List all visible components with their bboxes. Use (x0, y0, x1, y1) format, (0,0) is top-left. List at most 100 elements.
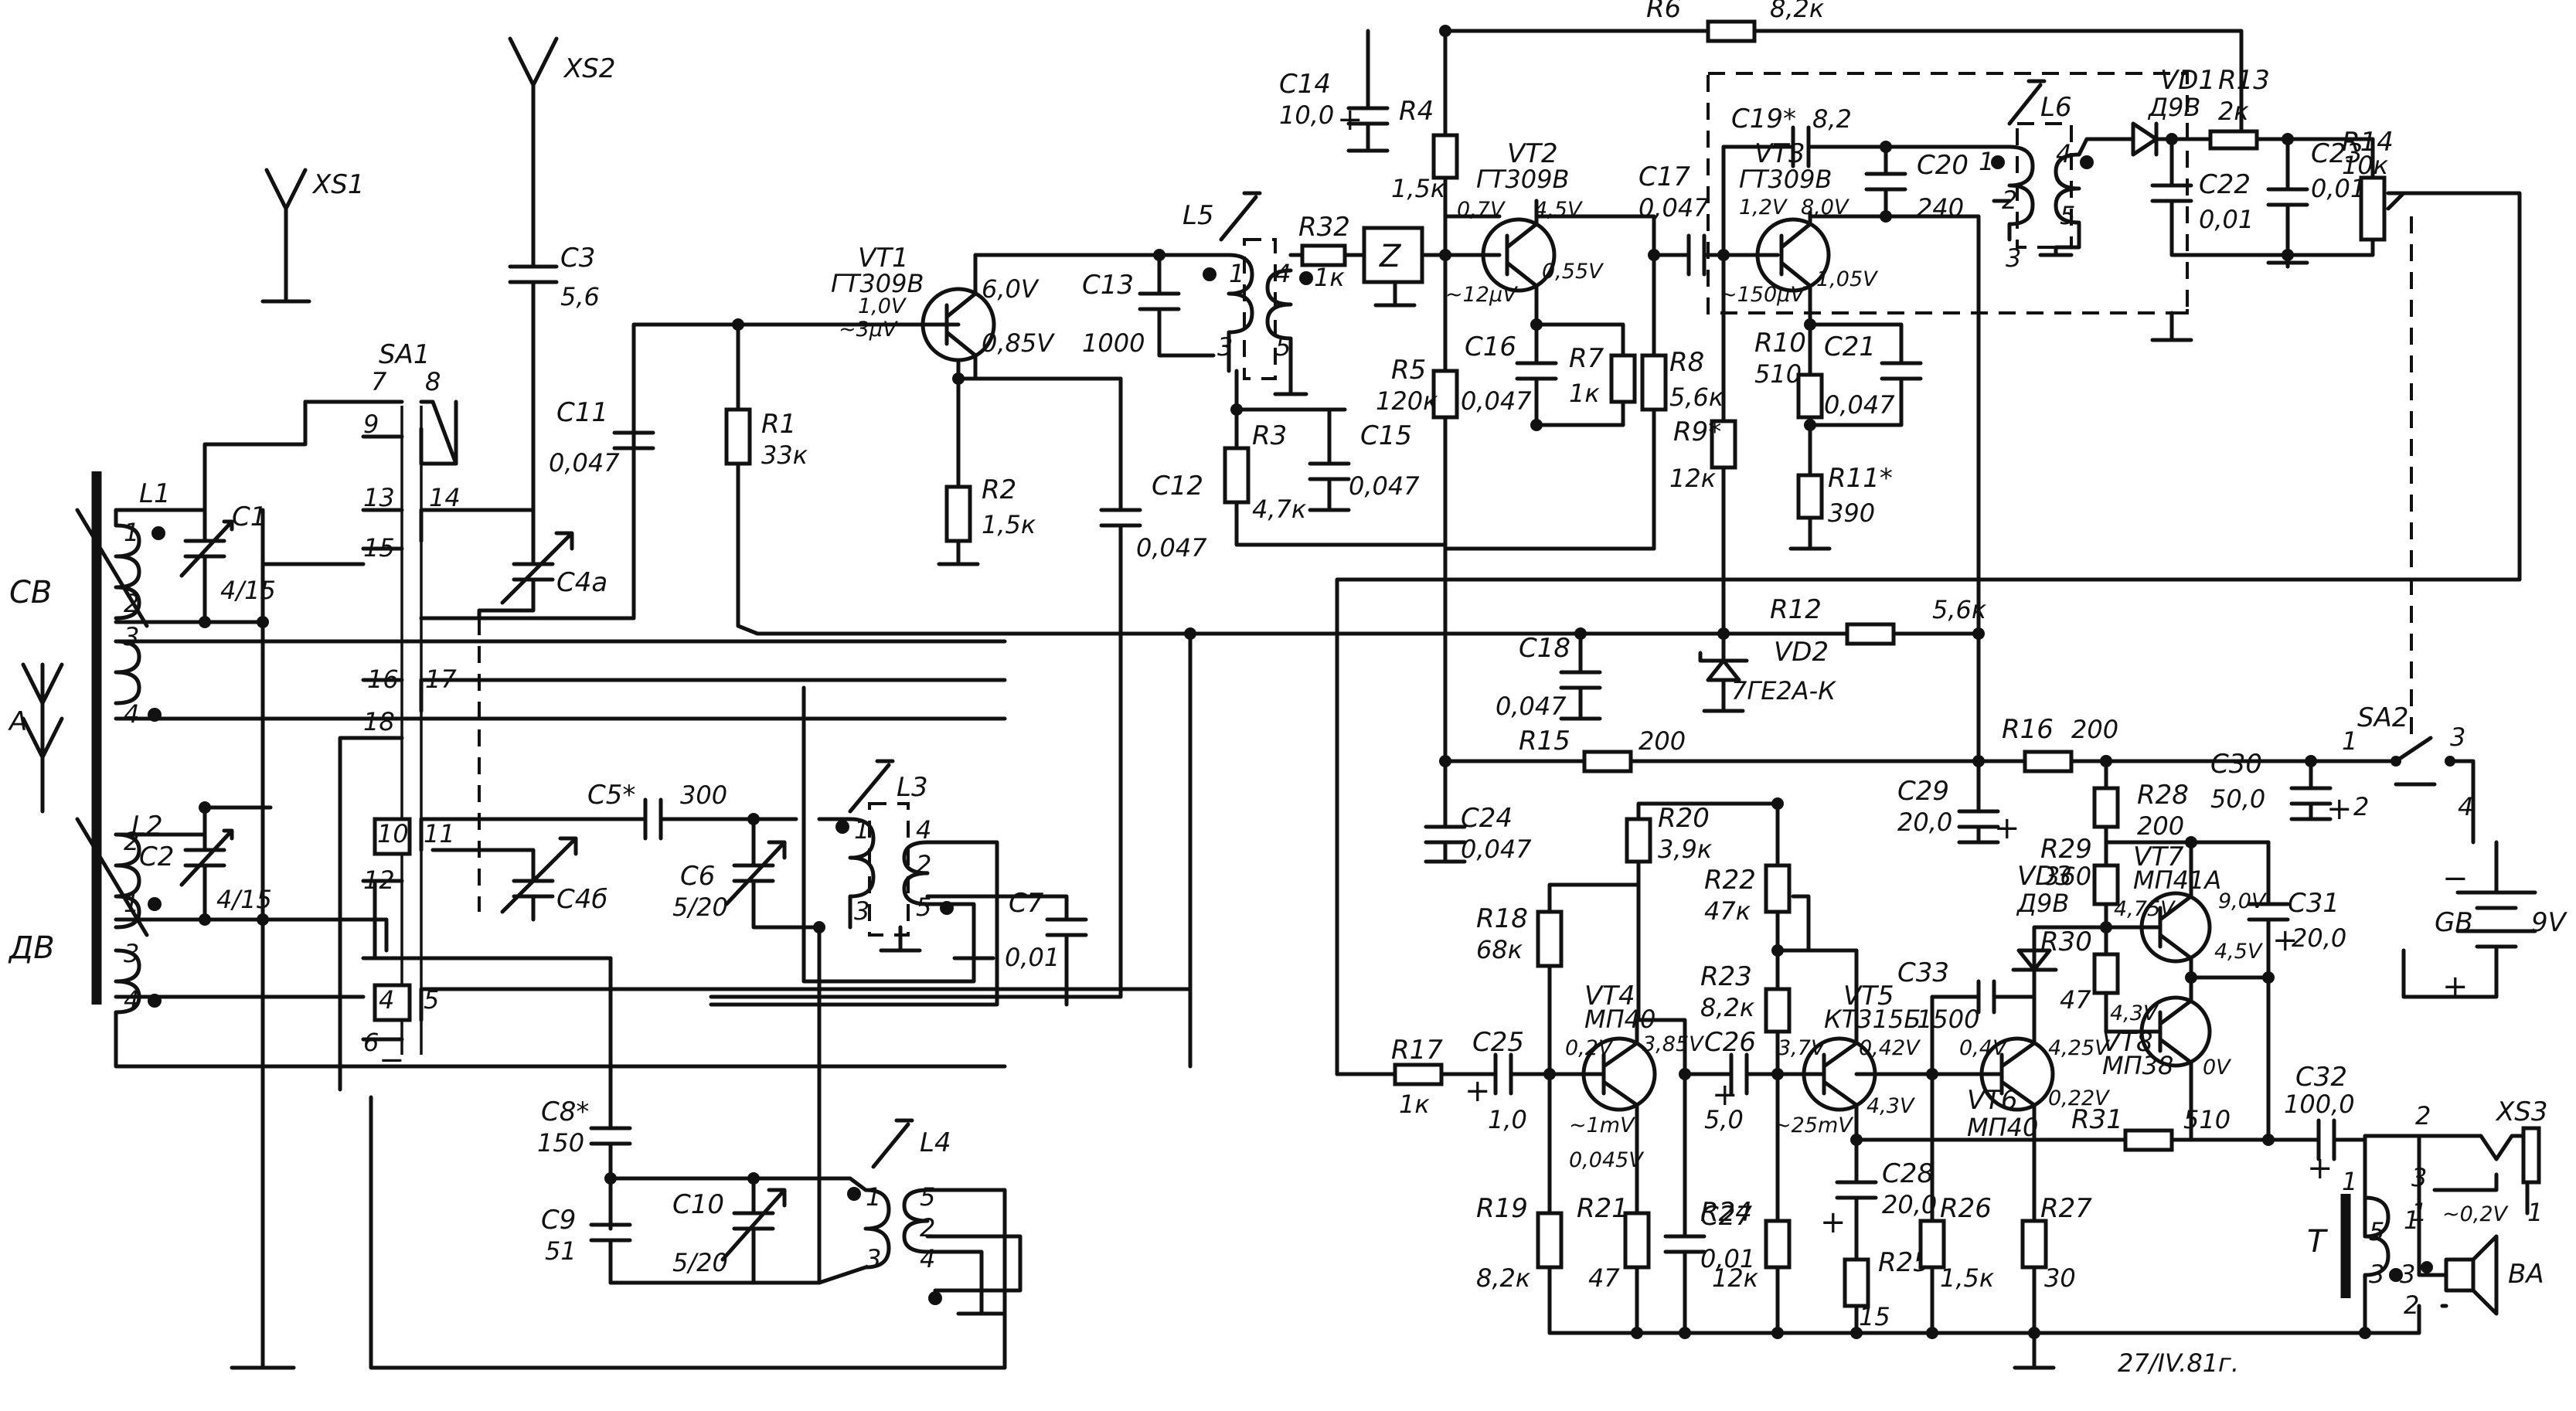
sa1-contact: 14 (429, 483, 461, 512)
vt8-name: VT8 (2102, 1027, 2153, 1058)
sa2-contact: 3 (2450, 722, 2465, 752)
l3-label: L3 (897, 772, 928, 803)
vt7: VT7 МП41А 4,75V 9,0V 4,5V (2104, 840, 2271, 980)
r22: R22 47к (1704, 801, 1811, 953)
r29-value: 360 (2044, 862, 2091, 891)
r9-name: R9* (1673, 416, 1721, 447)
ba-pin: 1 (2404, 1205, 2419, 1235)
c11-name: C11 (556, 397, 608, 428)
c21-value: 0,047 (1824, 390, 1895, 420)
c31-plus: + (2272, 923, 2299, 958)
switch-sa2: SA2 1 2 3 4 (2342, 702, 2476, 845)
c4b-name: C4б (556, 884, 607, 915)
xs3-pin: 1 (2527, 1198, 2543, 1227)
l2-pin: 2 (124, 827, 139, 856)
vt6-name: VT6 (1967, 1085, 2018, 1116)
l6-label: L6 (2040, 92, 2072, 123)
c15: C15 0,047 (1308, 407, 1420, 512)
antenna-xs2: XS2 (508, 36, 616, 269)
c14: C14 10,0 + (1279, 29, 1390, 153)
antenna-a: A (8, 662, 64, 814)
c29-value: 20,0 (1897, 808, 1952, 837)
l2-pin: 3 (124, 939, 139, 968)
r17-name: R17 (1391, 1035, 1443, 1066)
vd1: VD1 Д9В (2115, 65, 2215, 157)
c2-name: C2 (139, 842, 174, 872)
sa2-contact: 2 (2353, 792, 2369, 821)
vt1: VT1 ГТ309В 1,0V ~3µV 6,0V 0,85V (831, 243, 1162, 381)
gb-name: GB (2435, 907, 2473, 938)
c20: C20 240 (1864, 144, 1969, 223)
vt7-type: МП41А (2133, 865, 2221, 895)
r8: R8 5,6к (1640, 253, 1724, 551)
l4-pin: 5 (920, 1182, 935, 1212)
l5-label: L5 (1183, 200, 1214, 231)
r23: R23 8,2к (1700, 948, 1792, 1076)
r22-name: R22 (1704, 865, 1756, 896)
sa2-contact: 4 (2458, 792, 2473, 821)
vt7-name: VT7 (2133, 842, 2184, 872)
l5-pin: 4 (1275, 259, 1291, 288)
c33: C33 1500 (1897, 957, 2027, 1034)
r2: R2 1,5к (937, 376, 1036, 566)
c31-value: 20,0 (2292, 923, 2346, 953)
r22-value: 47к (1704, 896, 1751, 926)
c12: C12 0,047 (709, 376, 1207, 999)
c4a: C4a (477, 508, 607, 620)
ba-label: BA (2508, 1259, 2544, 1290)
c7: C7 0,01 (925, 888, 1088, 1007)
l4-pin: 2 (920, 1213, 935, 1243)
r20: R20 3,9к (1625, 801, 1780, 1007)
ba-pin: 2 (2404, 1290, 2419, 1320)
r25: R25 15 (1843, 1247, 1930, 1335)
c22: C22 0,01 (2150, 137, 2290, 257)
vt7-vc: 9,0V (2218, 889, 2268, 913)
c26: C26 5,0 + (1683, 1027, 1815, 1134)
c24-name: C24 (1461, 803, 1513, 834)
coil-l5: L5 1 3 4 5 (1157, 191, 1347, 396)
vt4-vc: 3,85V (1642, 1032, 1705, 1056)
l3-pin: 3 (854, 896, 869, 926)
vt6-vc: 4,25V (2048, 1036, 2111, 1060)
c28-value: 20,0 (1882, 1190, 1937, 1219)
c22-value: 0,01 (2199, 205, 2254, 234)
c26-value: 5,0 (1704, 1105, 1744, 1134)
c24-value: 0,047 (1461, 835, 1532, 864)
l2-pin: 4 (124, 985, 139, 1015)
l3-pin: 1 (854, 815, 869, 845)
vt2-vc: 4,5V (1534, 198, 1584, 222)
vt6-type: МП40 (1967, 1113, 2038, 1142)
vd3: VD3 Д9В (2011, 861, 2108, 999)
c32-plus: + (2307, 1151, 2333, 1186)
vt2-vb: 0,7V (1457, 198, 1506, 222)
c3-value: 5,6 (560, 282, 600, 311)
vd2-type: 7ГЕ2А-К (1731, 676, 1836, 706)
r15: R15 200 (1519, 726, 2027, 774)
r15-name: R15 (1519, 726, 1570, 756)
vt3-name: VT3 (1754, 138, 1805, 169)
z-label: Z (1379, 239, 1402, 274)
c9: C9 51 (541, 1205, 632, 1285)
c15-value: 0,047 (1349, 471, 1420, 501)
sa2-contact: 1 (2342, 726, 2357, 756)
r30-value: 47 (2060, 985, 2091, 1015)
r2-name: R2 (982, 474, 1016, 505)
r28: R28 200 (2092, 759, 2189, 845)
r3-value: 4,7к (1252, 495, 1307, 524)
l4-pin: 1 (866, 1182, 881, 1212)
r28-name: R28 (2137, 780, 2189, 811)
c21-name: C21 (1824, 332, 1876, 362)
sa1-contact: 18 (363, 707, 395, 736)
c6-value: 5/20 (672, 892, 728, 922)
c18-name: C18 (1519, 633, 1570, 664)
c11-value: 0,047 (549, 448, 620, 478)
sa1-contact: 10 (377, 819, 409, 848)
jack-xs3: XS3 2 3 1 1 (2411, 1096, 2548, 1227)
r18: R18 68к (1476, 882, 1641, 1076)
sa1-contact: 17 (425, 665, 457, 694)
c12-name: C12 (1152, 471, 1203, 502)
c3-name: C3 (560, 243, 595, 274)
r16-value: 200 (2071, 715, 2118, 744)
r10: R10 510 (1754, 322, 1904, 427)
c28-name: C28 (1882, 1158, 1934, 1189)
